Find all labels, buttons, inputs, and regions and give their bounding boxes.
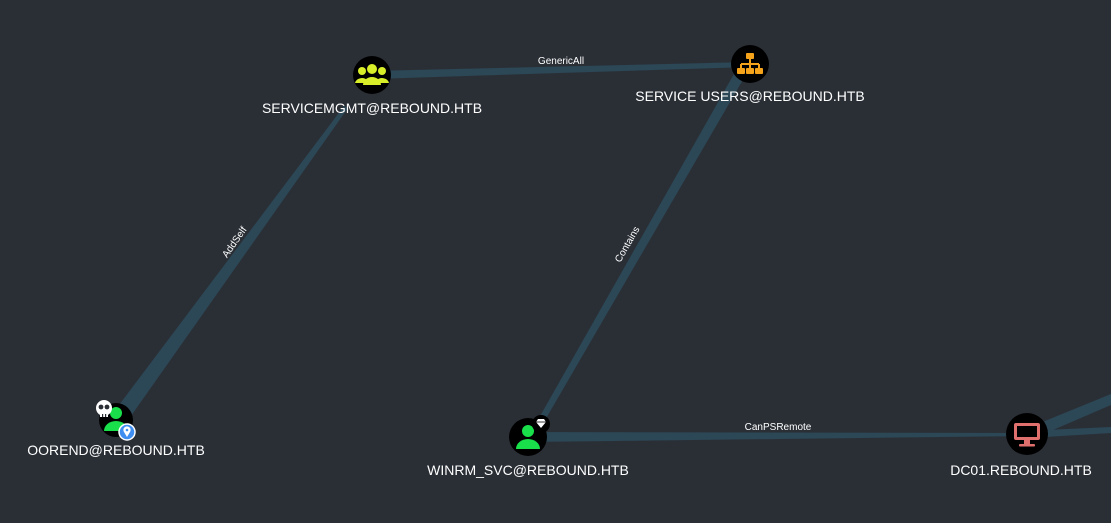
node-circle[interactable]	[353, 56, 391, 94]
node-oorend[interactable]: OOREND@REBOUND.HTB	[27, 400, 205, 458]
edge-line[interactable]	[110, 106, 348, 423]
user-icon	[516, 425, 540, 449]
edge-label-canpsremote: CanPSRemote	[745, 422, 812, 433]
monitor-icon	[1014, 423, 1040, 447]
node-label: DC01.REBOUND.HTB	[950, 462, 1092, 478]
edge-line[interactable]	[1040, 394, 1111, 433]
edge-line[interactable]	[1045, 427, 1111, 437]
edge-line[interactable]	[535, 74, 744, 427]
edge-offscreen[interactable]	[1040, 394, 1111, 437]
node-label: OOREND@REBOUND.HTB	[27, 442, 205, 458]
node-winrm-svc[interactable]: WINRM_SVC@REBOUND.HTB	[427, 415, 629, 478]
edge-contains[interactable]: Contains	[535, 74, 744, 427]
org-chart-icon	[737, 53, 763, 74]
node-servicemgmt[interactable]: SERVICEMGMT@REBOUND.HTB	[262, 56, 482, 116]
starting-point-pin-icon	[118, 423, 136, 441]
edge-line[interactable]	[372, 62, 750, 79]
edge-genericall[interactable]: GenericAll	[372, 56, 750, 79]
node-service-users[interactable]: SERVICE USERS@REBOUND.HTB	[635, 45, 865, 104]
high-value-gem-icon	[532, 415, 550, 433]
edge-addself[interactable]: AddSelf	[110, 106, 348, 423]
node-dc01[interactable]: DC01.REBOUND.HTB	[950, 413, 1092, 478]
edge-canpsremote[interactable]: CanPSRemote	[528, 422, 1028, 442]
edge-label-genericall: GenericAll	[538, 56, 584, 67]
edge-line[interactable]	[528, 432, 1028, 442]
users-group-icon	[355, 64, 389, 85]
owned-skull-icon	[96, 400, 112, 417]
graph-edges: GenericAll AddSelf Contains CanPSRemote	[110, 56, 1111, 442]
node-label: WINRM_SVC@REBOUND.HTB	[427, 462, 629, 478]
node-label: SERVICE USERS@REBOUND.HTB	[635, 88, 864, 104]
node-label: SERVICEMGMT@REBOUND.HTB	[262, 100, 482, 116]
